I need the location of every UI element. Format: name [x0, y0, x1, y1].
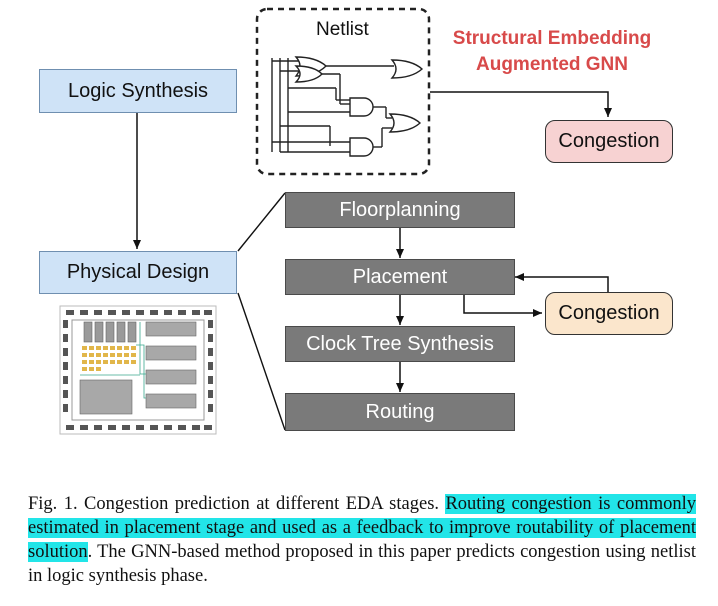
floorplanning-box: Floorplanning: [285, 192, 515, 228]
placement-box: Placement: [285, 259, 515, 295]
physical-design-box: Physical Design: [39, 251, 237, 294]
congestion-feedback-box: Congestion: [545, 292, 673, 335]
expand-line-top: [237, 192, 286, 252]
chip-layout-image: [59, 305, 217, 435]
gnn-title-line1: Structural Embedding: [452, 28, 652, 49]
figure-caption: Fig. 1. Congestion prediction at differe…: [28, 492, 696, 588]
caption-suffix: . The GNN-based method proposed in this …: [28, 542, 696, 586]
netlist-schematic-icon: [271, 56, 424, 157]
expand-line-bottom: [237, 292, 286, 431]
gnn-title: Structural Embedding Augmented GNN: [432, 26, 672, 78]
routing-box: Routing: [285, 393, 515, 431]
congestion-feedback-arrow: [515, 273, 609, 292]
netlist-title: Netlist: [316, 19, 369, 40]
netlist-to-congestion-arrow: [430, 91, 612, 117]
gnn-title-line2: Augmented GNN: [476, 54, 628, 75]
clock-tree-synthesis-box: Clock Tree Synthesis: [285, 326, 515, 362]
placement-to-congestion-arrow: [463, 295, 542, 317]
congestion-top-box: Congestion: [545, 120, 673, 163]
caption-prefix: Fig. 1. Congestion prediction at differe…: [28, 494, 446, 514]
logic-synthesis-box: Logic Synthesis: [39, 69, 237, 113]
